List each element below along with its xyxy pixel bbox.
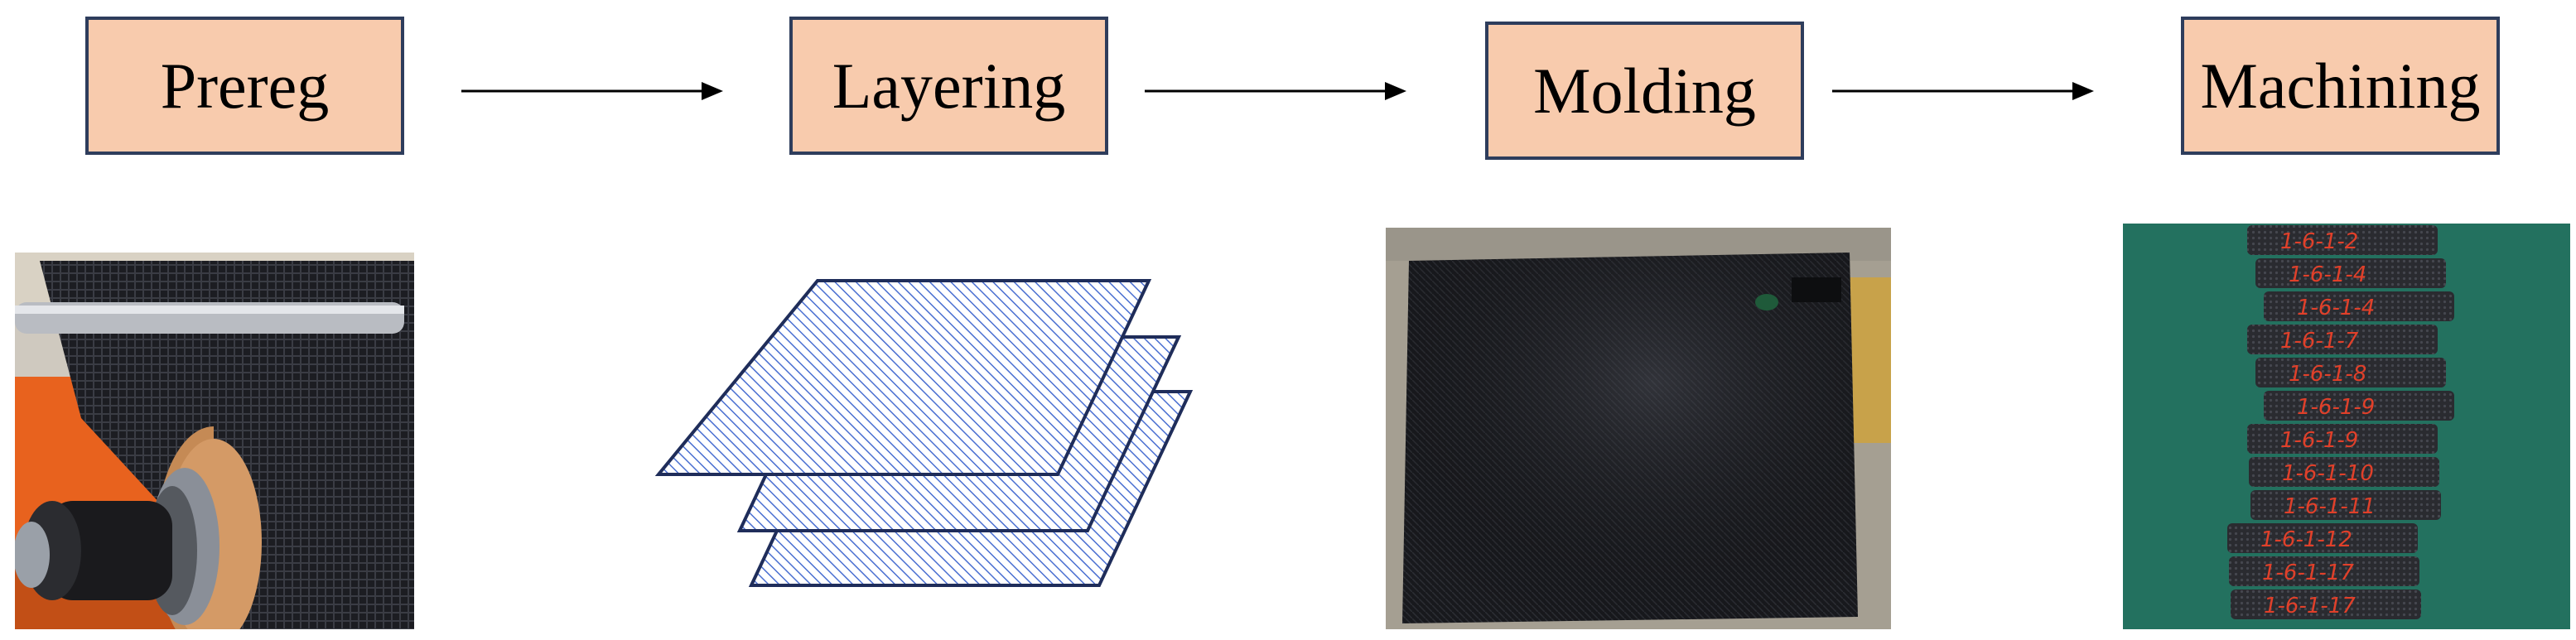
specimen-strip [2231,589,2421,619]
specimen-strip [2255,258,2446,288]
step-box-molding: Molding [1485,22,1804,160]
specimen-label: 1-6-1-17 [2262,561,2354,585]
arrow-prereg-to-layering [461,82,723,100]
specimen-label: 1-6-1-9 [2297,395,2375,420]
specimen-strip [2250,490,2441,520]
photo-machined-specimens: 1-6-1-2 1-6-1-4 1-6-1-4 1-6-1-7 1-6-1-8 1-6-1… [2123,224,2570,629]
specimen-strip [2227,523,2418,553]
step-label-layering: Layering [832,49,1066,122]
specimen-label: 1-6-1-2 [2280,229,2358,254]
specimen-label: 1-6-1-12 [2260,527,2352,552]
specimen-label: 1-6-1-10 [2282,461,2374,486]
step-box-machining: Machining [2181,17,2500,155]
specimen-label: 1-6-1-8 [2289,362,2366,387]
specimen-strip [2247,424,2438,454]
specimen-strip [2264,291,2454,321]
photo-stacked-plies [650,277,1205,592]
arrow-layering-to-molding [1145,82,1406,100]
specimen-label: 1-6-1-4 [2297,296,2375,320]
specimen-strip [2255,358,2446,387]
arrow-molding-to-machining [1832,82,2094,100]
step-label-machining: Machining [2200,49,2481,122]
photo-prepreg-roll [15,253,414,629]
specimen-label: 1-6-1-4 [2289,262,2366,287]
specimen-strip [2247,225,2438,255]
step-box-prereg: Prereg [85,17,404,155]
specimen-label: 1-6-1-7 [2280,329,2359,354]
step-label-molding: Molding [1533,54,1756,127]
specimen-strip [2229,556,2419,586]
specimen-strip [2247,325,2438,354]
specimen-label: 1-6-1-17 [2264,594,2356,618]
step-box-layering: Layering [789,17,1108,155]
step-label-prereg: Prereg [160,49,330,122]
specimen-label: 1-6-1-11 [2284,494,2376,519]
specimen-label: 1-6-1-9 [2280,428,2358,453]
specimen-strip [2249,457,2439,487]
photo-molded-panel [1386,228,1891,629]
specimen-strip [2264,391,2454,421]
